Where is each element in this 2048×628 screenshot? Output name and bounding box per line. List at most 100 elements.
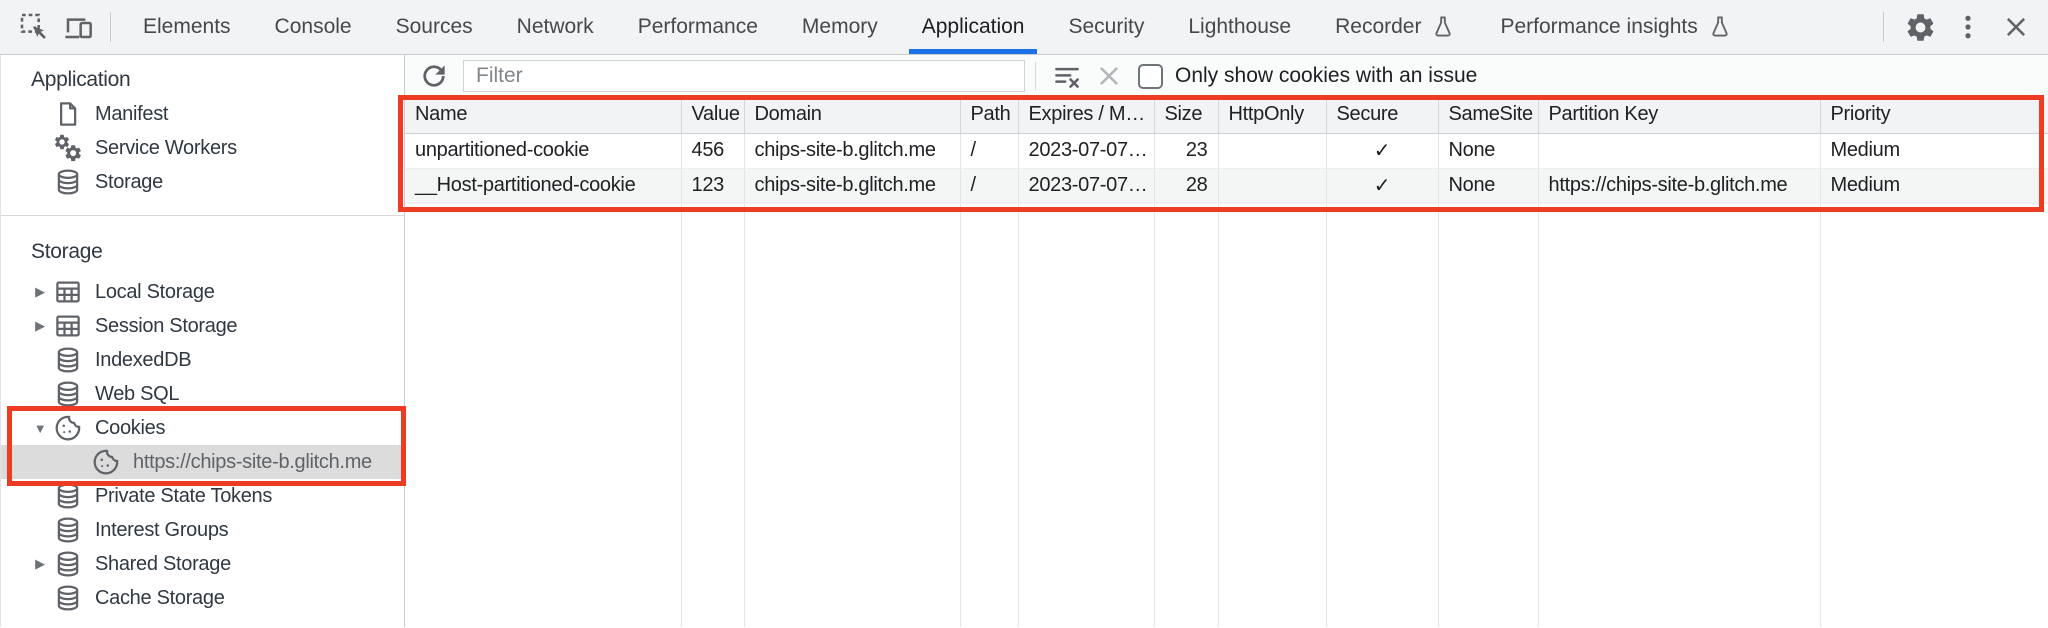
- sidebar-item-cookies[interactable]: ▼ Cookies: [1, 411, 404, 445]
- cookie-icon: [53, 413, 83, 443]
- cell-secure-checkmark[interactable]: ✓: [1326, 168, 1439, 204]
- column-header-value[interactable]: Value: [681, 97, 745, 134]
- tab-bar-left-controls: [0, 0, 121, 54]
- close-devtools-button[interactable]: [1994, 5, 2038, 49]
- sidebar-item-label: IndexedDB: [95, 348, 192, 371]
- tab-application[interactable]: Application: [900, 0, 1047, 54]
- table-icon: [53, 311, 83, 341]
- cell-domain[interactable]: chips-site-b.glitch.me: [744, 168, 961, 204]
- sidebar-item-interest-groups[interactable]: Interest Groups: [1, 513, 404, 547]
- column-header-size[interactable]: Size: [1154, 97, 1219, 134]
- chevron-right-icon[interactable]: ▶: [35, 284, 45, 299]
- cell-value[interactable]: 123: [681, 168, 745, 204]
- gear-icon: [1907, 13, 1933, 41]
- panel-tabs: Elements Console Sources Network Perform…: [121, 0, 1755, 54]
- sidebar-item-label: Interest Groups: [95, 518, 229, 541]
- tab-security[interactable]: Security: [1068, 15, 1145, 38]
- cell-value[interactable]: 456: [681, 133, 745, 169]
- toolbar-separator: [1035, 62, 1036, 90]
- only-issues-label[interactable]: Only show cookies with an issue: [1175, 64, 1478, 87]
- sidebar-item-web-sql[interactable]: Web SQL: [1, 377, 404, 411]
- application-panel-sidebar: Application Manifest Service Workers: [1, 55, 405, 627]
- database-icon: [53, 345, 83, 375]
- cell-samesite[interactable]: None: [1438, 168, 1539, 204]
- cell-priority[interactable]: Medium: [1820, 168, 2048, 204]
- settings-button[interactable]: [1898, 5, 1942, 49]
- cell-size[interactable]: 23: [1154, 133, 1219, 169]
- column-header-samesite[interactable]: SameSite: [1438, 97, 1539, 134]
- column-header-secure[interactable]: Secure: [1326, 97, 1439, 134]
- sidebar-item-manifest[interactable]: Manifest: [1, 97, 404, 131]
- device-toolbar-icon: [65, 18, 92, 39]
- chevron-right-icon[interactable]: ▶: [35, 318, 45, 333]
- cookie-table-header-row: Name Value Domain Path Expires / M… Size…: [405, 97, 2048, 134]
- cell-secure-checkmark[interactable]: ✓: [1326, 133, 1439, 169]
- cookie-row-host-partitioned[interactable]: __Host-partitioned-cookie 123 chips-site…: [405, 168, 2048, 204]
- tab-console[interactable]: Console: [274, 15, 352, 38]
- cell-priority[interactable]: Medium: [1820, 133, 2048, 169]
- column-header-partition-key[interactable]: Partition Key: [1538, 97, 1821, 134]
- tab-performance[interactable]: Performance: [637, 15, 758, 38]
- sidebar-section-storage: Storage: [31, 240, 103, 263]
- tab-recorder-label: Recorder: [1335, 15, 1422, 38]
- cell-partition-key[interactable]: https://chips-site-b.glitch.me: [1538, 168, 1821, 204]
- chevron-down-icon[interactable]: ▼: [33, 420, 47, 436]
- toggle-device-toolbar-button[interactable]: [56, 5, 100, 49]
- clear-filter-button[interactable]: [1046, 57, 1088, 95]
- tab-lighthouse[interactable]: Lighthouse: [1188, 15, 1292, 38]
- cell-partition-key[interactable]: [1538, 133, 1821, 169]
- cell-name[interactable]: __Host-partitioned-cookie: [405, 168, 682, 204]
- refresh-button[interactable]: [413, 57, 455, 95]
- more-options-button[interactable]: [1946, 5, 1990, 49]
- tab-elements[interactable]: Elements: [143, 15, 231, 38]
- cell-httponly[interactable]: [1218, 133, 1327, 169]
- sidebar-item-indexeddb[interactable]: IndexedDB: [1, 343, 404, 377]
- cell-size[interactable]: 28: [1154, 168, 1219, 204]
- cell-domain[interactable]: chips-site-b.glitch.me: [744, 133, 961, 169]
- sidebar-item-local-storage[interactable]: ▶ Local Storage: [1, 275, 404, 309]
- cell-path[interactable]: /: [960, 168, 1019, 204]
- tab-performance-insights-label: Performance insights: [1500, 15, 1698, 38]
- filter-input[interactable]: [463, 60, 1025, 92]
- cell-httponly[interactable]: [1218, 168, 1327, 204]
- inspect-cursor-icon: [20, 13, 46, 39]
- tab-memory[interactable]: Memory: [801, 15, 878, 38]
- sidebar-item-cookies-origin[interactable]: https://chips-site-b.glitch.me: [1, 445, 404, 479]
- sidebar-item-label: Manifest: [95, 102, 169, 125]
- tab-bar-right-controls: [1873, 0, 2048, 54]
- cell-expires[interactable]: 2023-07-07…: [1018, 133, 1155, 169]
- tab-performance-insights[interactable]: Performance insights: [1478, 0, 1754, 54]
- column-header-name[interactable]: Name: [405, 97, 682, 134]
- column-header-domain[interactable]: Domain: [744, 97, 961, 134]
- chevron-right-icon[interactable]: ▶: [35, 556, 45, 571]
- cell-path[interactable]: /: [960, 133, 1019, 169]
- inspect-element-button[interactable]: [12, 5, 56, 49]
- cell-name[interactable]: unpartitioned-cookie: [405, 133, 682, 169]
- database-icon: [53, 583, 83, 613]
- table-empty-area: [405, 203, 2048, 627]
- cell-samesite[interactable]: None: [1438, 133, 1539, 169]
- column-header-httponly[interactable]: HttpOnly: [1218, 97, 1327, 134]
- sidebar-item-label: Local Storage: [95, 280, 215, 303]
- sidebar-item-session-storage[interactable]: ▶ Session Storage: [1, 309, 404, 343]
- only-issues-checkbox[interactable]: [1138, 63, 1163, 89]
- sidebar-item-storage[interactable]: Storage: [1, 165, 404, 199]
- sidebar-item-service-workers[interactable]: Service Workers: [1, 131, 404, 165]
- column-header-expires[interactable]: Expires / M…: [1018, 97, 1155, 134]
- sidebar-item-label: Shared Storage: [95, 552, 231, 575]
- document-icon: [53, 99, 83, 129]
- delete-cookie-button[interactable]: [1088, 57, 1130, 95]
- cookie-row-unpartitioned[interactable]: unpartitioned-cookie 456 chips-site-b.gl…: [405, 133, 2048, 169]
- column-header-path[interactable]: Path: [960, 97, 1019, 134]
- sidebar-item-cache-storage[interactable]: Cache Storage: [1, 581, 404, 615]
- sidebar-section-application: Application: [31, 68, 131, 91]
- sidebar-item-shared-storage[interactable]: ▶ Shared Storage: [1, 547, 404, 581]
- tab-network[interactable]: Network: [516, 15, 594, 38]
- column-header-priority[interactable]: Priority: [1820, 97, 2048, 134]
- tab-recorder[interactable]: Recorder: [1313, 0, 1478, 54]
- gears-icon: [53, 133, 83, 163]
- sidebar-item-private-state-tokens[interactable]: Private State Tokens: [1, 479, 404, 513]
- cell-expires[interactable]: 2023-07-07…: [1018, 168, 1155, 204]
- tab-sources[interactable]: Sources: [395, 15, 473, 38]
